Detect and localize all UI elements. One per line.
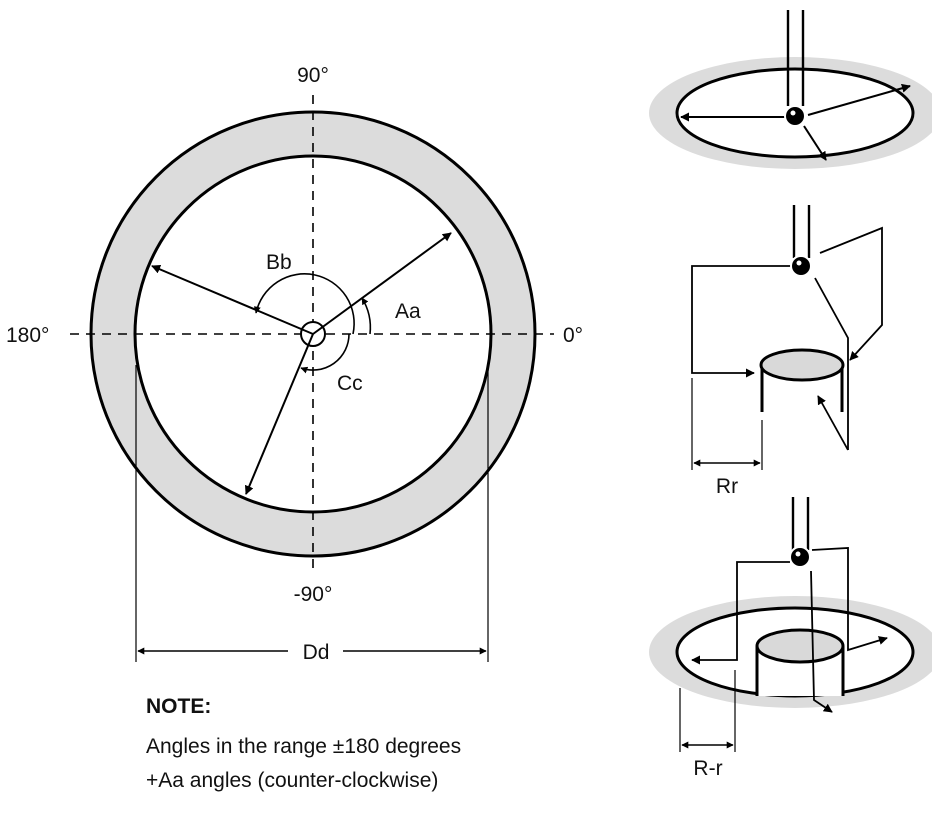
annulus-path-right: [811, 547, 888, 652]
radius-arrow-c: [244, 333, 314, 495]
annulus-path-lower: [810, 570, 833, 713]
label-angle-c: Cc: [337, 372, 363, 395]
bore-arrow-down: [803, 125, 827, 161]
annulus-probe-tip: [789, 546, 811, 568]
main-ring-figure: 90° 0° 180° -90° Aa Bb Cc Dd: [6, 64, 583, 664]
note-block: NOTE: Angles in the range ±180 degrees +…: [146, 695, 461, 792]
note-line-1: Angles in the range ±180 degrees: [146, 735, 461, 758]
probe-tip: [784, 105, 806, 127]
label-diameter: Dd: [303, 641, 330, 664]
probe-bore-figure: [649, 10, 932, 169]
inner-cylinder-top: [755, 628, 845, 664]
annulus-probe-tip-highlight: [795, 551, 801, 557]
label-180: 180°: [6, 324, 49, 347]
label-90: 90°: [297, 64, 329, 87]
arc-angle-b: [253, 273, 355, 335]
bore-arrow-right: [807, 83, 911, 116]
boss-top: [759, 348, 845, 382]
boss-probe-tip-highlight: [796, 260, 802, 266]
probe-annulus-figure: R-r: [649, 497, 932, 780]
probe-tip-highlight: [790, 110, 796, 116]
label-neg90: -90°: [294, 583, 333, 606]
boss-path-right: [819, 226, 883, 361]
label-angle-a: Aa: [395, 300, 421, 323]
radius-arrow-b: [151, 265, 314, 335]
label-rr: Rr: [716, 475, 738, 498]
note-title: NOTE:: [146, 695, 211, 718]
boss-path-lower: [814, 277, 849, 450]
radius-arrow-a: [312, 232, 452, 335]
arc-angle-c: [300, 333, 350, 374]
boss-arrow-up: [817, 395, 849, 451]
probe-boss-figure: Rr: [691, 205, 883, 498]
boss-probe-tip: [790, 255, 812, 277]
note-line-2: +Aa angles (counter-clockwise): [146, 769, 438, 792]
annulus-path-left: [691, 561, 790, 665]
label-r-minus-r: R-r: [693, 757, 722, 780]
label-angle-b: Bb: [266, 251, 292, 274]
boss-path-left: [691, 265, 793, 378]
arc-angle-a: [361, 297, 372, 335]
label-0: 0°: [563, 324, 583, 347]
